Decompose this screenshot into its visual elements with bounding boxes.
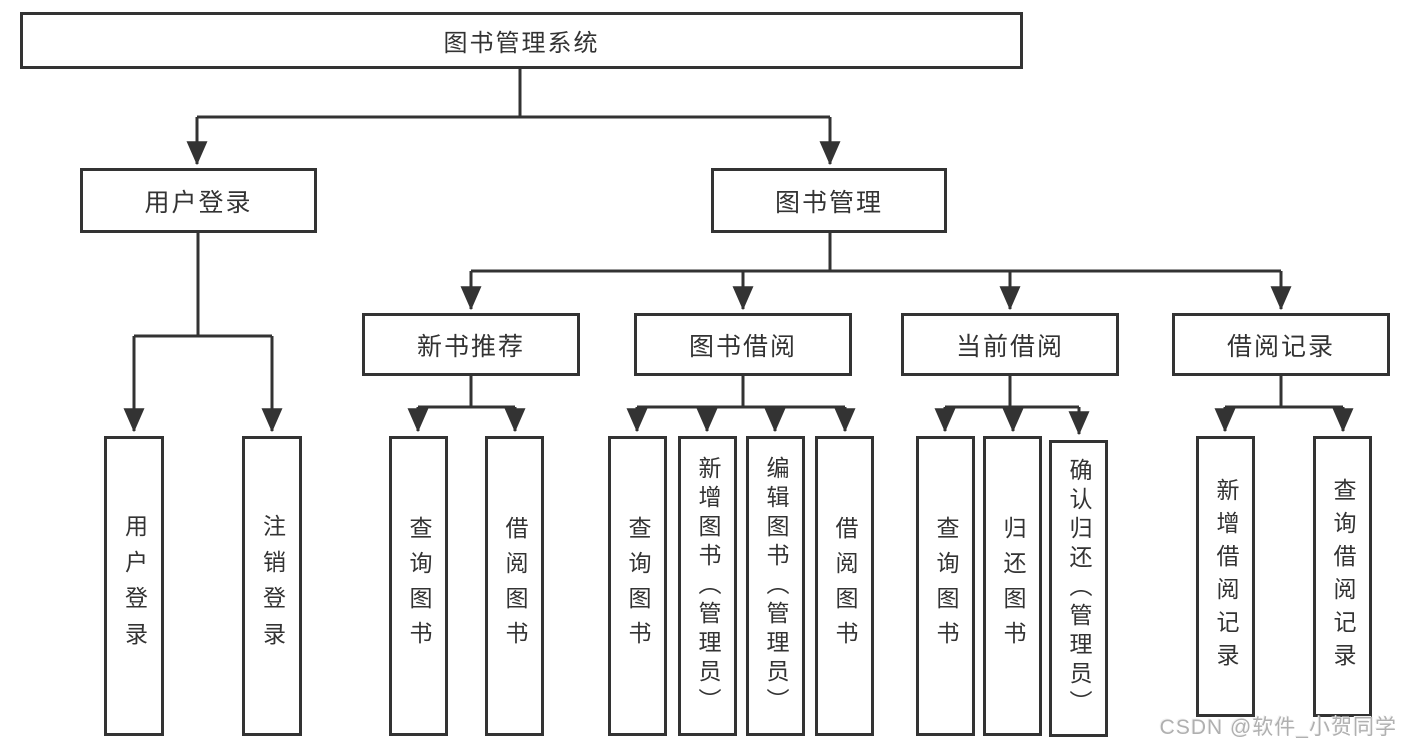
node-book-management-label: 图书管理 xyxy=(774,188,883,217)
leaf-logout: 注销登录 xyxy=(242,436,302,736)
leaf-borrow-add-books-admin: 新增图书（管理员） xyxy=(678,436,737,736)
root-node-label: 图书管理系统 xyxy=(443,30,600,57)
node-new-book-recommend: 新书推荐 xyxy=(362,313,580,376)
leaf-borrow-query-books: 查询图书 xyxy=(608,436,667,736)
leaf-current-return-books-label: 归还图书 xyxy=(1000,516,1026,656)
leaf-current-query-books: 查询图书 xyxy=(916,436,975,736)
leaf-recommend-query-books-label: 查询图书 xyxy=(406,516,432,656)
leaf-recommend-borrow-books-label: 借阅图书 xyxy=(502,516,528,656)
leaf-borrow-edit-books-admin: 编辑图书（管理员） xyxy=(746,436,805,736)
leaf-borrow-query-books-label: 查询图书 xyxy=(625,516,651,656)
node-borrow-records: 借阅记录 xyxy=(1172,313,1390,376)
csdn-watermark: CSDN @软件_小贺同学 xyxy=(1159,716,1397,739)
node-book-management: 图书管理 xyxy=(711,168,947,233)
leaf-borrow-borrow-books: 借阅图书 xyxy=(815,436,874,736)
leaf-recommend-borrow-books: 借阅图书 xyxy=(485,436,544,736)
leaf-borrow-edit-books-admin-label: 编辑图书（管理员） xyxy=(763,455,789,717)
leaf-borrow-add-books-admin-label: 新增图书（管理员） xyxy=(695,455,721,717)
leaf-records-query-record: 查询借阅记录 xyxy=(1313,436,1372,717)
node-borrow-records-label: 借阅记录 xyxy=(1226,332,1335,361)
leaf-user-login-label: 用户登录 xyxy=(121,514,148,658)
leaf-borrow-borrow-books-label: 借阅图书 xyxy=(832,516,858,656)
node-current-borrow-label: 当前借阅 xyxy=(955,332,1064,361)
leaf-user-login: 用户登录 xyxy=(104,436,164,736)
leaf-recommend-query-books: 查询图书 xyxy=(389,436,448,736)
node-current-borrow: 当前借阅 xyxy=(901,313,1119,376)
node-book-borrow-label: 图书借阅 xyxy=(688,332,797,361)
leaf-records-add-record-label: 新增借阅记录 xyxy=(1213,477,1239,676)
root-node-library-system: 图书管理系统 xyxy=(20,12,1023,69)
leaf-records-add-record: 新增借阅记录 xyxy=(1196,436,1255,717)
leaf-current-query-books-label: 查询图书 xyxy=(933,516,959,656)
leaf-current-return-books: 归还图书 xyxy=(983,436,1042,736)
node-user-login-label: 用户登录 xyxy=(144,188,253,217)
node-user-login: 用户登录 xyxy=(80,168,317,233)
leaf-current-confirm-return-admin: 确认归还（管理员） xyxy=(1049,440,1108,737)
node-book-borrow: 图书借阅 xyxy=(634,313,852,376)
leaf-records-query-record-label: 查询借阅记录 xyxy=(1330,477,1356,676)
node-new-book-recommend-label: 新书推荐 xyxy=(416,332,525,361)
leaf-current-confirm-return-admin-label: 确认归还（管理员） xyxy=(1066,458,1092,719)
leaf-logout-label: 注销登录 xyxy=(259,514,286,658)
connector-group xyxy=(123,69,1354,436)
